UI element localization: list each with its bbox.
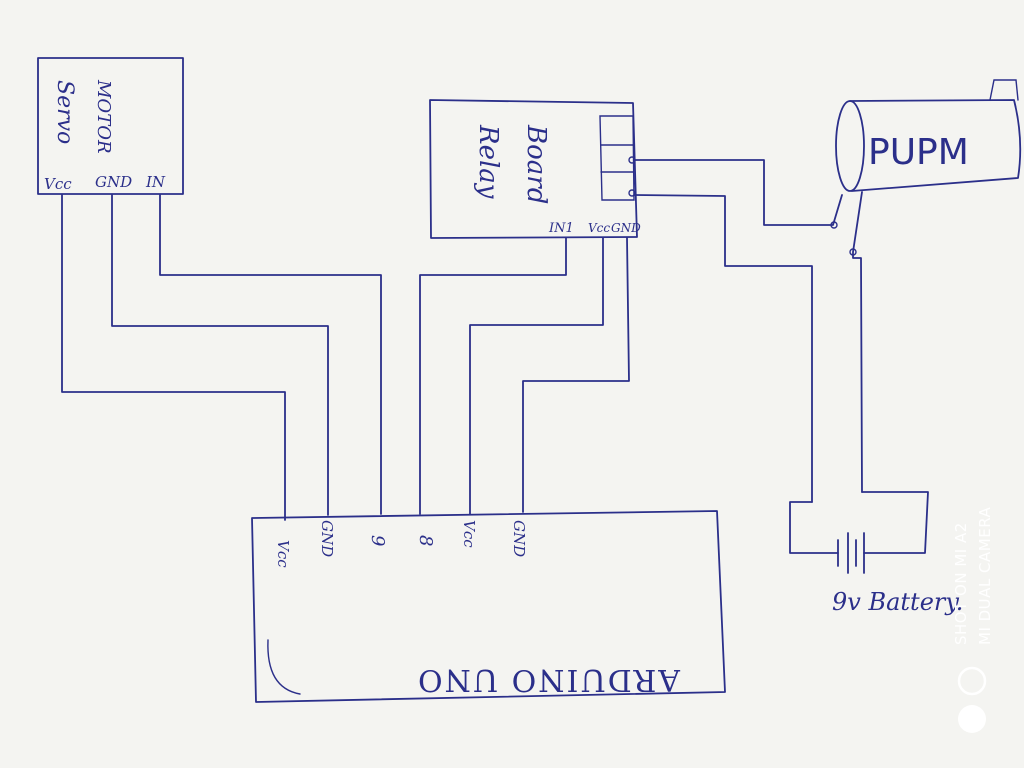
- relay-terminal-no: [628, 189, 636, 197]
- servo-pin-vcc: Vcc: [44, 175, 72, 193]
- arduino-pin-8: 8: [415, 535, 436, 546]
- wire-relay-gnd: [522, 237, 630, 513]
- arduino-pin-gnd-1: GND: [318, 520, 336, 557]
- servo-motor-box: [37, 57, 184, 195]
- wire-relay-in1: [419, 237, 567, 515]
- arduino-label: ARDUINO UNO: [416, 662, 681, 697]
- servo-pin-in: IN: [145, 173, 166, 191]
- relay-label-line1: Relay: [473, 124, 503, 199]
- arduino-pin-vcc-2: Vcc: [460, 520, 478, 548]
- pump-end-cap: [835, 100, 865, 192]
- wire-pump-battery: [852, 191, 863, 493]
- relay-pin-gnd: GND: [611, 221, 641, 235]
- battery-label: 9v Battery.: [832, 588, 963, 616]
- junction-dot: [849, 248, 857, 256]
- wire-servo-gnd: [111, 194, 329, 516]
- pump-label: PUPM: [868, 132, 969, 173]
- battery-right-lead: [861, 491, 929, 554]
- wire-relay-vcc: [469, 237, 604, 515]
- arduino-corner-mark: [267, 639, 301, 695]
- watermark-ring-icon: [957, 666, 987, 696]
- battery-left-lead: [789, 501, 839, 554]
- junction-dot: [830, 221, 838, 229]
- wires: [61, 159, 863, 521]
- servo-label-line2: MOTOR: [93, 79, 114, 154]
- wire-relay-com-pump: [633, 159, 843, 226]
- relay-pin-in1: IN1: [548, 221, 574, 236]
- watermark-line2: MI DUAL CAMERA: [976, 506, 994, 645]
- camera-watermark: SHOT ON MI A2 MI DUAL CAMERA: [952, 506, 994, 733]
- arduino-pin-gnd-2: GND: [510, 520, 528, 557]
- relay-label-line2: Board: [521, 124, 551, 204]
- wire-servo-in: [159, 194, 382, 515]
- relay-pin-vcc: Vcc: [588, 221, 610, 235]
- pump-block: PUPM: [835, 79, 1022, 192]
- servo-pin-gnd: GND: [95, 173, 132, 191]
- arduino-pin-vcc-1: Vcc: [274, 540, 292, 568]
- arduino-box: [251, 510, 726, 703]
- arduino-block: ARDUINO UNO Vcc GND 9 8 Vcc GND: [251, 510, 726, 703]
- watermark-dot-icon: [958, 705, 986, 733]
- arduino-pin-9: 9: [367, 535, 388, 546]
- battery-block: 9v Battery.: [789, 491, 963, 616]
- watermark-line1: SHOT ON MI A2: [952, 522, 970, 645]
- pump-outlet: [989, 79, 1019, 101]
- relay-board-box: [429, 99, 638, 239]
- pump-body: [849, 99, 1022, 192]
- servo-label-line1: Servo: [52, 80, 77, 144]
- wire-servo-vcc: [61, 194, 286, 521]
- servo-motor-block: Servo MOTOR Vcc GND IN: [37, 57, 184, 195]
- relay-board-block: Relay Board IN1 Vcc GND: [429, 99, 641, 239]
- wire-relay-no-battery: [633, 194, 813, 503]
